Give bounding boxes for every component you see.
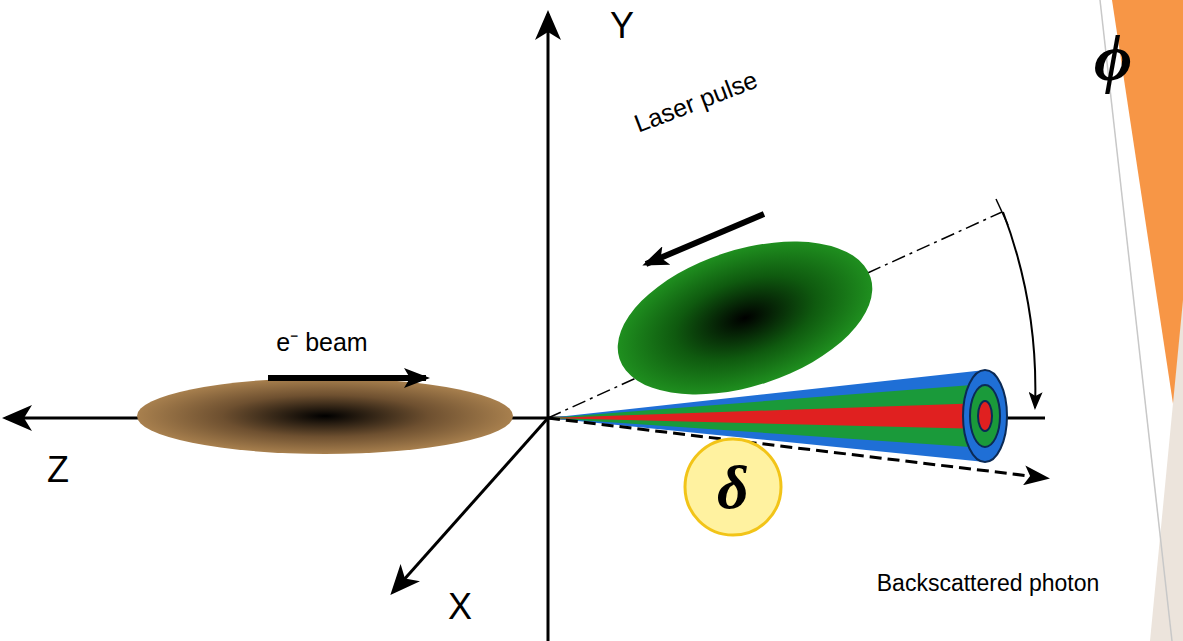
angle-badge: δ	[683, 437, 783, 537]
angle-symbol: δ	[717, 456, 749, 518]
photon-label: Backscattered photon	[877, 571, 1099, 596]
slide-decoration	[1100, 0, 1183, 641]
laser-label-holder: Laser pulse	[631, 66, 762, 138]
beam-direction-arrow	[268, 375, 426, 381]
angle-symbol: ϕ	[1094, 22, 1132, 95]
photon-label-holder: Backscattered photon	[877, 571, 1099, 596]
y-axis	[547, 14, 550, 641]
beam-label: e⁻ beam	[276, 329, 367, 357]
axis-label: Z	[47, 450, 69, 490]
electron-bunch	[137, 378, 513, 454]
axis-label: X	[448, 587, 472, 627]
badge-circle	[685, 439, 781, 535]
photon-cone	[548, 370, 1007, 462]
axis-label-holder: Z	[47, 450, 69, 490]
laser-label: Laser pulse	[631, 66, 762, 138]
axis-label: Y	[610, 6, 634, 46]
beam-label-holder: e⁻ beam	[276, 329, 367, 357]
angle-symbol-holder: ϕ	[1094, 22, 1132, 95]
badge-text-holder: δ	[683, 437, 783, 537]
axis-label-holder: X	[448, 587, 472, 627]
photon-direction-line	[548, 418, 1046, 478]
axis-label-holder: Y	[610, 6, 634, 46]
laser-direction-arrow	[646, 214, 764, 264]
angle-arc	[1003, 212, 1035, 408]
